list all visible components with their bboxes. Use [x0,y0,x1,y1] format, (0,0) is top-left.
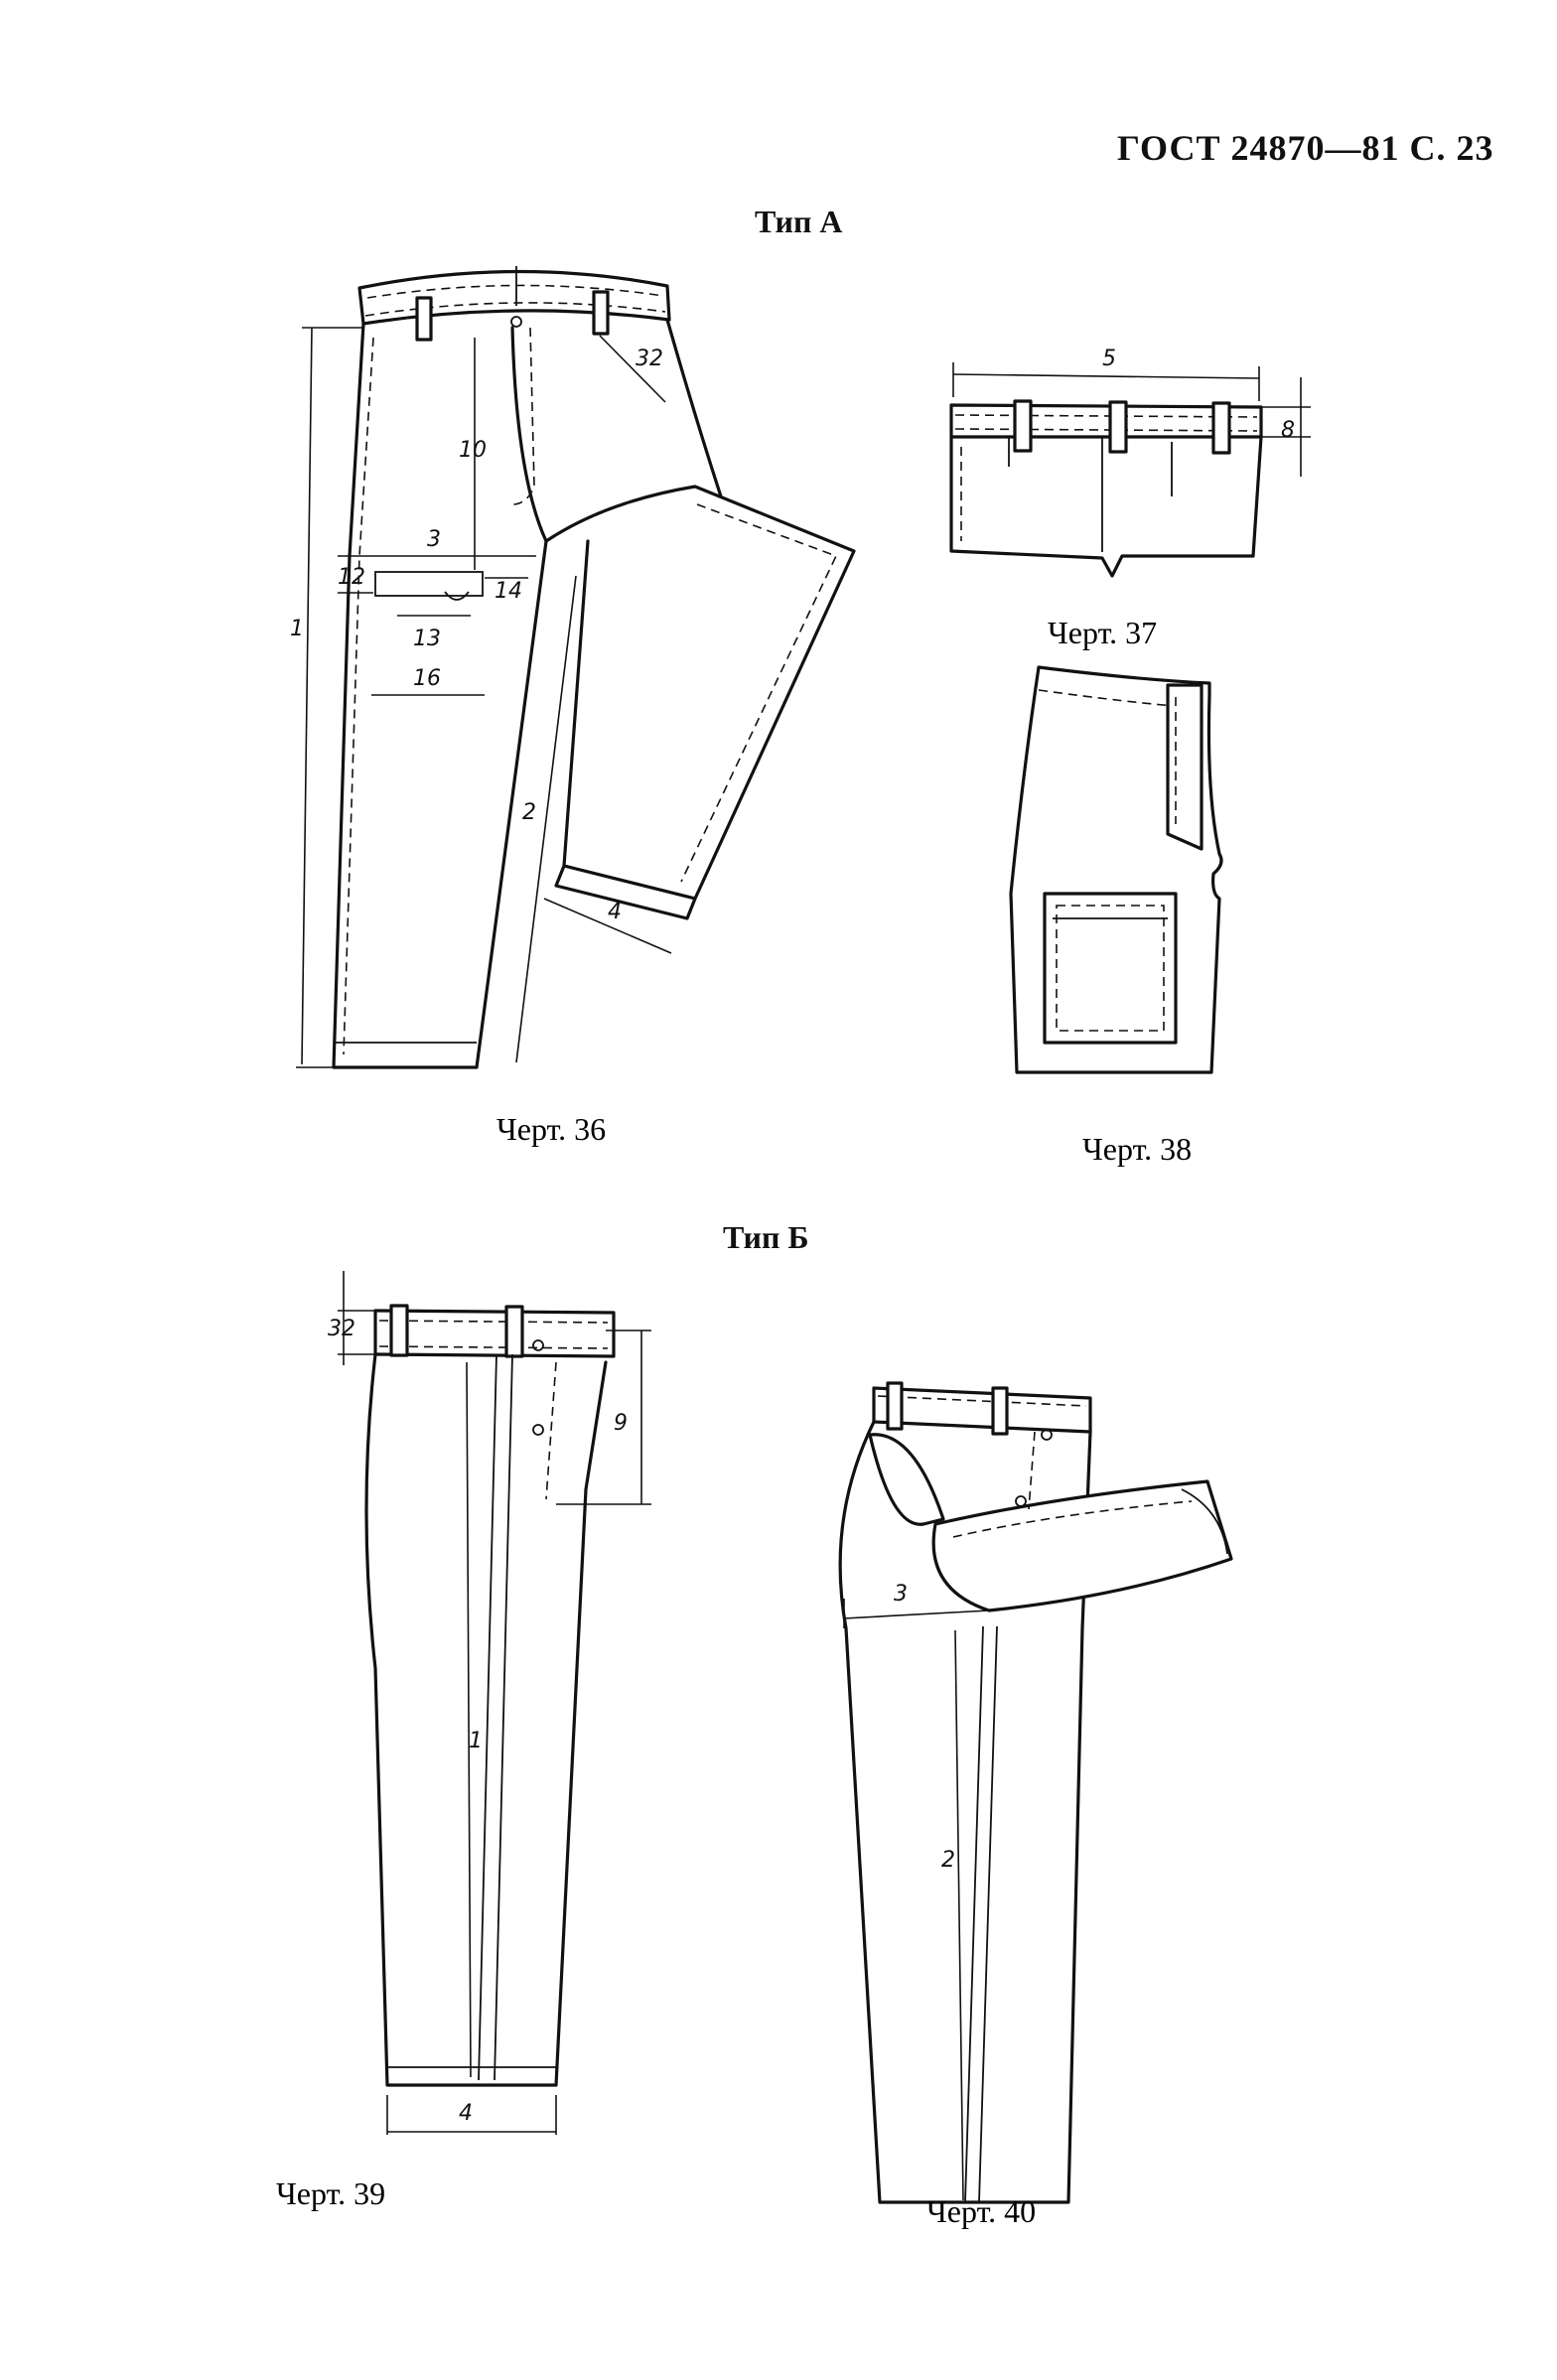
dim-label-4: 4 [608,900,622,924]
figure-37-waistband-detail: 5 8 [949,347,1311,578]
caption-fig36: Черт. 36 [496,1111,606,1147]
button-icon [510,316,522,328]
figure-38-back-pocket [1009,665,1223,1074]
raised-leg-outline [544,485,856,901]
section-title-type-b: Тип Б [723,1219,809,1255]
dim-label-5: 5 [1102,347,1116,371]
caption-fig38: Черт. 38 [1082,1131,1192,1167]
dim-label-14: 14 [495,579,522,604]
belt-loop-icon [415,296,433,342]
dim-label-16: 16 [413,666,441,691]
figure-36-trousers-front: 1 2 3 4 10 12 13 14 16 32 [290,266,856,1069]
dim-label-3: 3 [894,1582,908,1607]
dim-label-4: 4 [459,2101,473,2126]
dim-label-10: 10 [459,438,487,463]
section-title-type-a: Тип А [755,204,843,239]
belt-loop-icon [592,290,610,336]
dim-label-12: 12 [338,565,365,590]
pocket-welt [374,571,484,597]
dim-label-13: 13 [413,627,441,651]
patch-pocket [1043,892,1178,1045]
caption-fig40: Черт. 40 [926,2193,1036,2229]
dim-label-1: 1 [469,1729,483,1753]
caption-fig39: Черт. 39 [276,2175,385,2211]
dim-label-32: 32 [328,1317,355,1341]
dim-label-1: 1 [290,617,304,641]
front-leg-outline [332,322,548,1069]
dim-label-2: 2 [941,1848,955,1873]
dim-label-32: 32 [636,347,663,371]
figure-40-trousers-type-b-open: 3 2 [838,1381,1233,2204]
figure-39-trousers-type-b: 32 9 1 4 [328,1271,651,2135]
dim-label-9: 9 [614,1411,628,1436]
document-header: ГОСТ 24870—81 С. 23 [1117,128,1494,168]
caption-fig37: Черт. 37 [1048,615,1157,650]
waistband-outline [357,269,671,326]
dim-label-8: 8 [1281,418,1295,443]
dim-label-2: 2 [522,800,536,825]
dim-label-3: 3 [427,527,441,552]
